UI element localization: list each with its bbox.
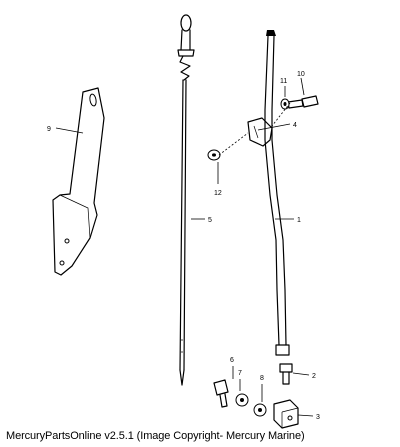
part-bolt-10 <box>287 95 319 109</box>
part-fitting <box>279 363 293 385</box>
part-washer-12 <box>207 149 221 161</box>
part-washer-11 <box>280 98 290 110</box>
part-dipstick <box>177 14 195 386</box>
callout-8: 8 <box>260 375 264 382</box>
callout-6: 6 <box>230 357 234 364</box>
callout-3: 3 <box>316 414 320 421</box>
part-block <box>273 399 299 429</box>
callout-10: 10 <box>297 71 305 78</box>
callout-11: 11 <box>280 78 287 85</box>
callout-9: 9 <box>47 126 51 133</box>
part-washer-8 <box>253 403 267 417</box>
callout-12: 12 <box>214 190 222 197</box>
part-bolt-6 <box>213 379 229 408</box>
callout-labels: 1 2 3 4 5 6 7 8 9 10 11 12 <box>47 71 320 421</box>
callout-2: 2 <box>312 373 316 380</box>
part-dipstick-tube <box>247 30 290 356</box>
part-washer-7 <box>235 393 249 407</box>
callout-5: 5 <box>208 217 212 224</box>
callout-4: 4 <box>293 122 297 129</box>
callout-7: 7 <box>238 370 242 377</box>
part-bracket <box>52 87 105 276</box>
copyright-caption: MercuryPartsOnline v2.5.1 (Image Copyrig… <box>6 430 305 442</box>
callout-1: 1 <box>297 217 301 224</box>
leader-lines <box>55 77 314 417</box>
